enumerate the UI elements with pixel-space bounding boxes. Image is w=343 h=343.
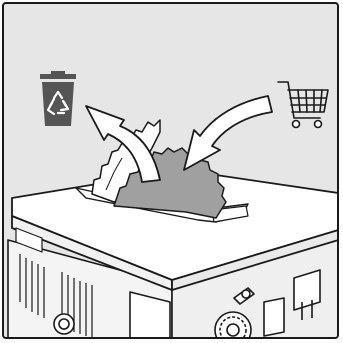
recycle-bin-icon	[40, 71, 76, 126]
shopping-cart-icon	[278, 82, 328, 128]
lower-knob	[54, 314, 74, 334]
illustration-frame	[2, 2, 339, 339]
table-saw-illustration	[4, 4, 339, 339]
install-arrow	[184, 96, 272, 170]
height-adjust-wheel	[215, 312, 251, 339]
